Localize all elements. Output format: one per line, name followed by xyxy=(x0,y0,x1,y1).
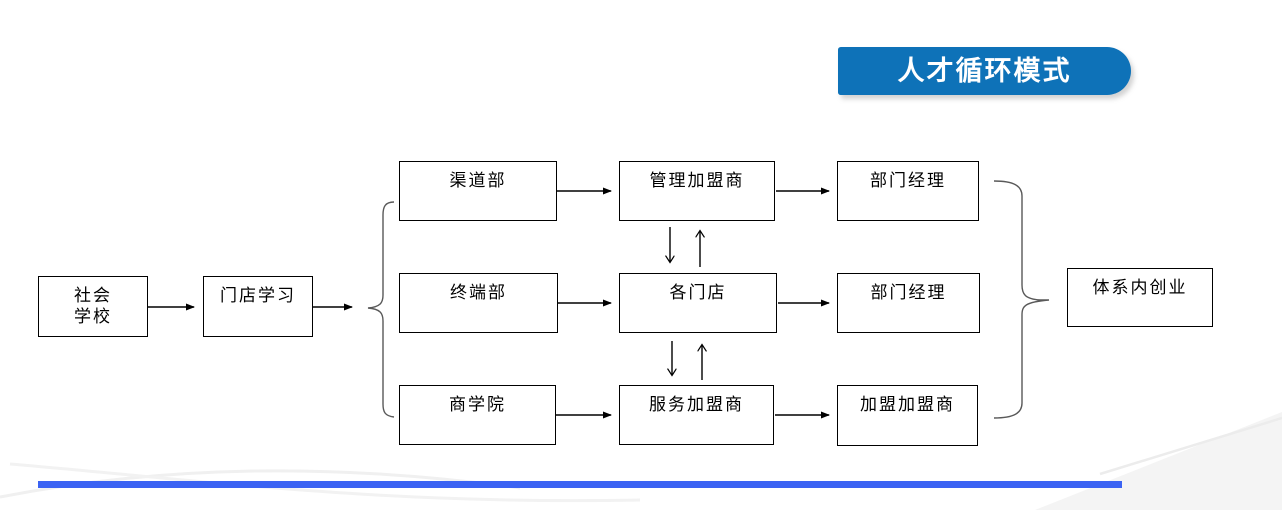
node-service-franchisee: 服务加盟商 xyxy=(619,385,774,445)
title-banner-label: 人才循环模式 xyxy=(897,56,1072,86)
swoosh-edge-right xyxy=(1099,416,1282,476)
node-each-store: 各门店 xyxy=(619,273,777,333)
left-brace xyxy=(367,201,395,418)
node-service-franchisee-label: 服务加盟商 xyxy=(649,395,744,414)
node-channel-dept-label: 渠道部 xyxy=(449,171,507,190)
title-banner: 人才循环模式 xyxy=(838,47,1131,95)
node-dept-manager-top-label: 部门经理 xyxy=(870,171,946,190)
node-channel-dept: 渠道部 xyxy=(399,161,557,221)
node-each-store-label: 各门店 xyxy=(669,283,727,302)
node-system-startup-label: 体系内创业 xyxy=(1092,278,1188,297)
node-business-school: 商学院 xyxy=(399,385,556,445)
node-system-startup: 体系内创业 xyxy=(1067,268,1213,327)
node-terminal-dept-label: 终端部 xyxy=(450,283,507,302)
node-social-school-line1: 社会 xyxy=(74,286,112,305)
node-business-school-label: 商学院 xyxy=(449,395,506,414)
node-dept-manager-mid-label: 部门经理 xyxy=(870,283,947,302)
node-social-school-line2: 学校 xyxy=(74,307,112,326)
node-terminal-dept: 终端部 xyxy=(399,273,558,333)
node-dept-manager-mid: 部门经理 xyxy=(837,273,980,333)
node-join-franchisee: 加盟加盟商 xyxy=(837,385,978,446)
node-social-school: 社会 学校 xyxy=(38,276,148,337)
right-brace xyxy=(993,180,1050,419)
node-manage-franchisee-label: 管理加盟商 xyxy=(649,171,745,190)
node-dept-manager-top: 部门经理 xyxy=(837,161,979,221)
node-join-franchisee-label: 加盟加盟商 xyxy=(860,395,955,414)
node-manage-franchisee: 管理加盟商 xyxy=(619,161,775,221)
bottom-divider-line xyxy=(38,481,1122,488)
swoosh-triangle-right xyxy=(1035,412,1282,510)
node-store-learning-label: 门店学习 xyxy=(220,286,296,305)
node-store-learning: 门店学习 xyxy=(203,276,313,337)
